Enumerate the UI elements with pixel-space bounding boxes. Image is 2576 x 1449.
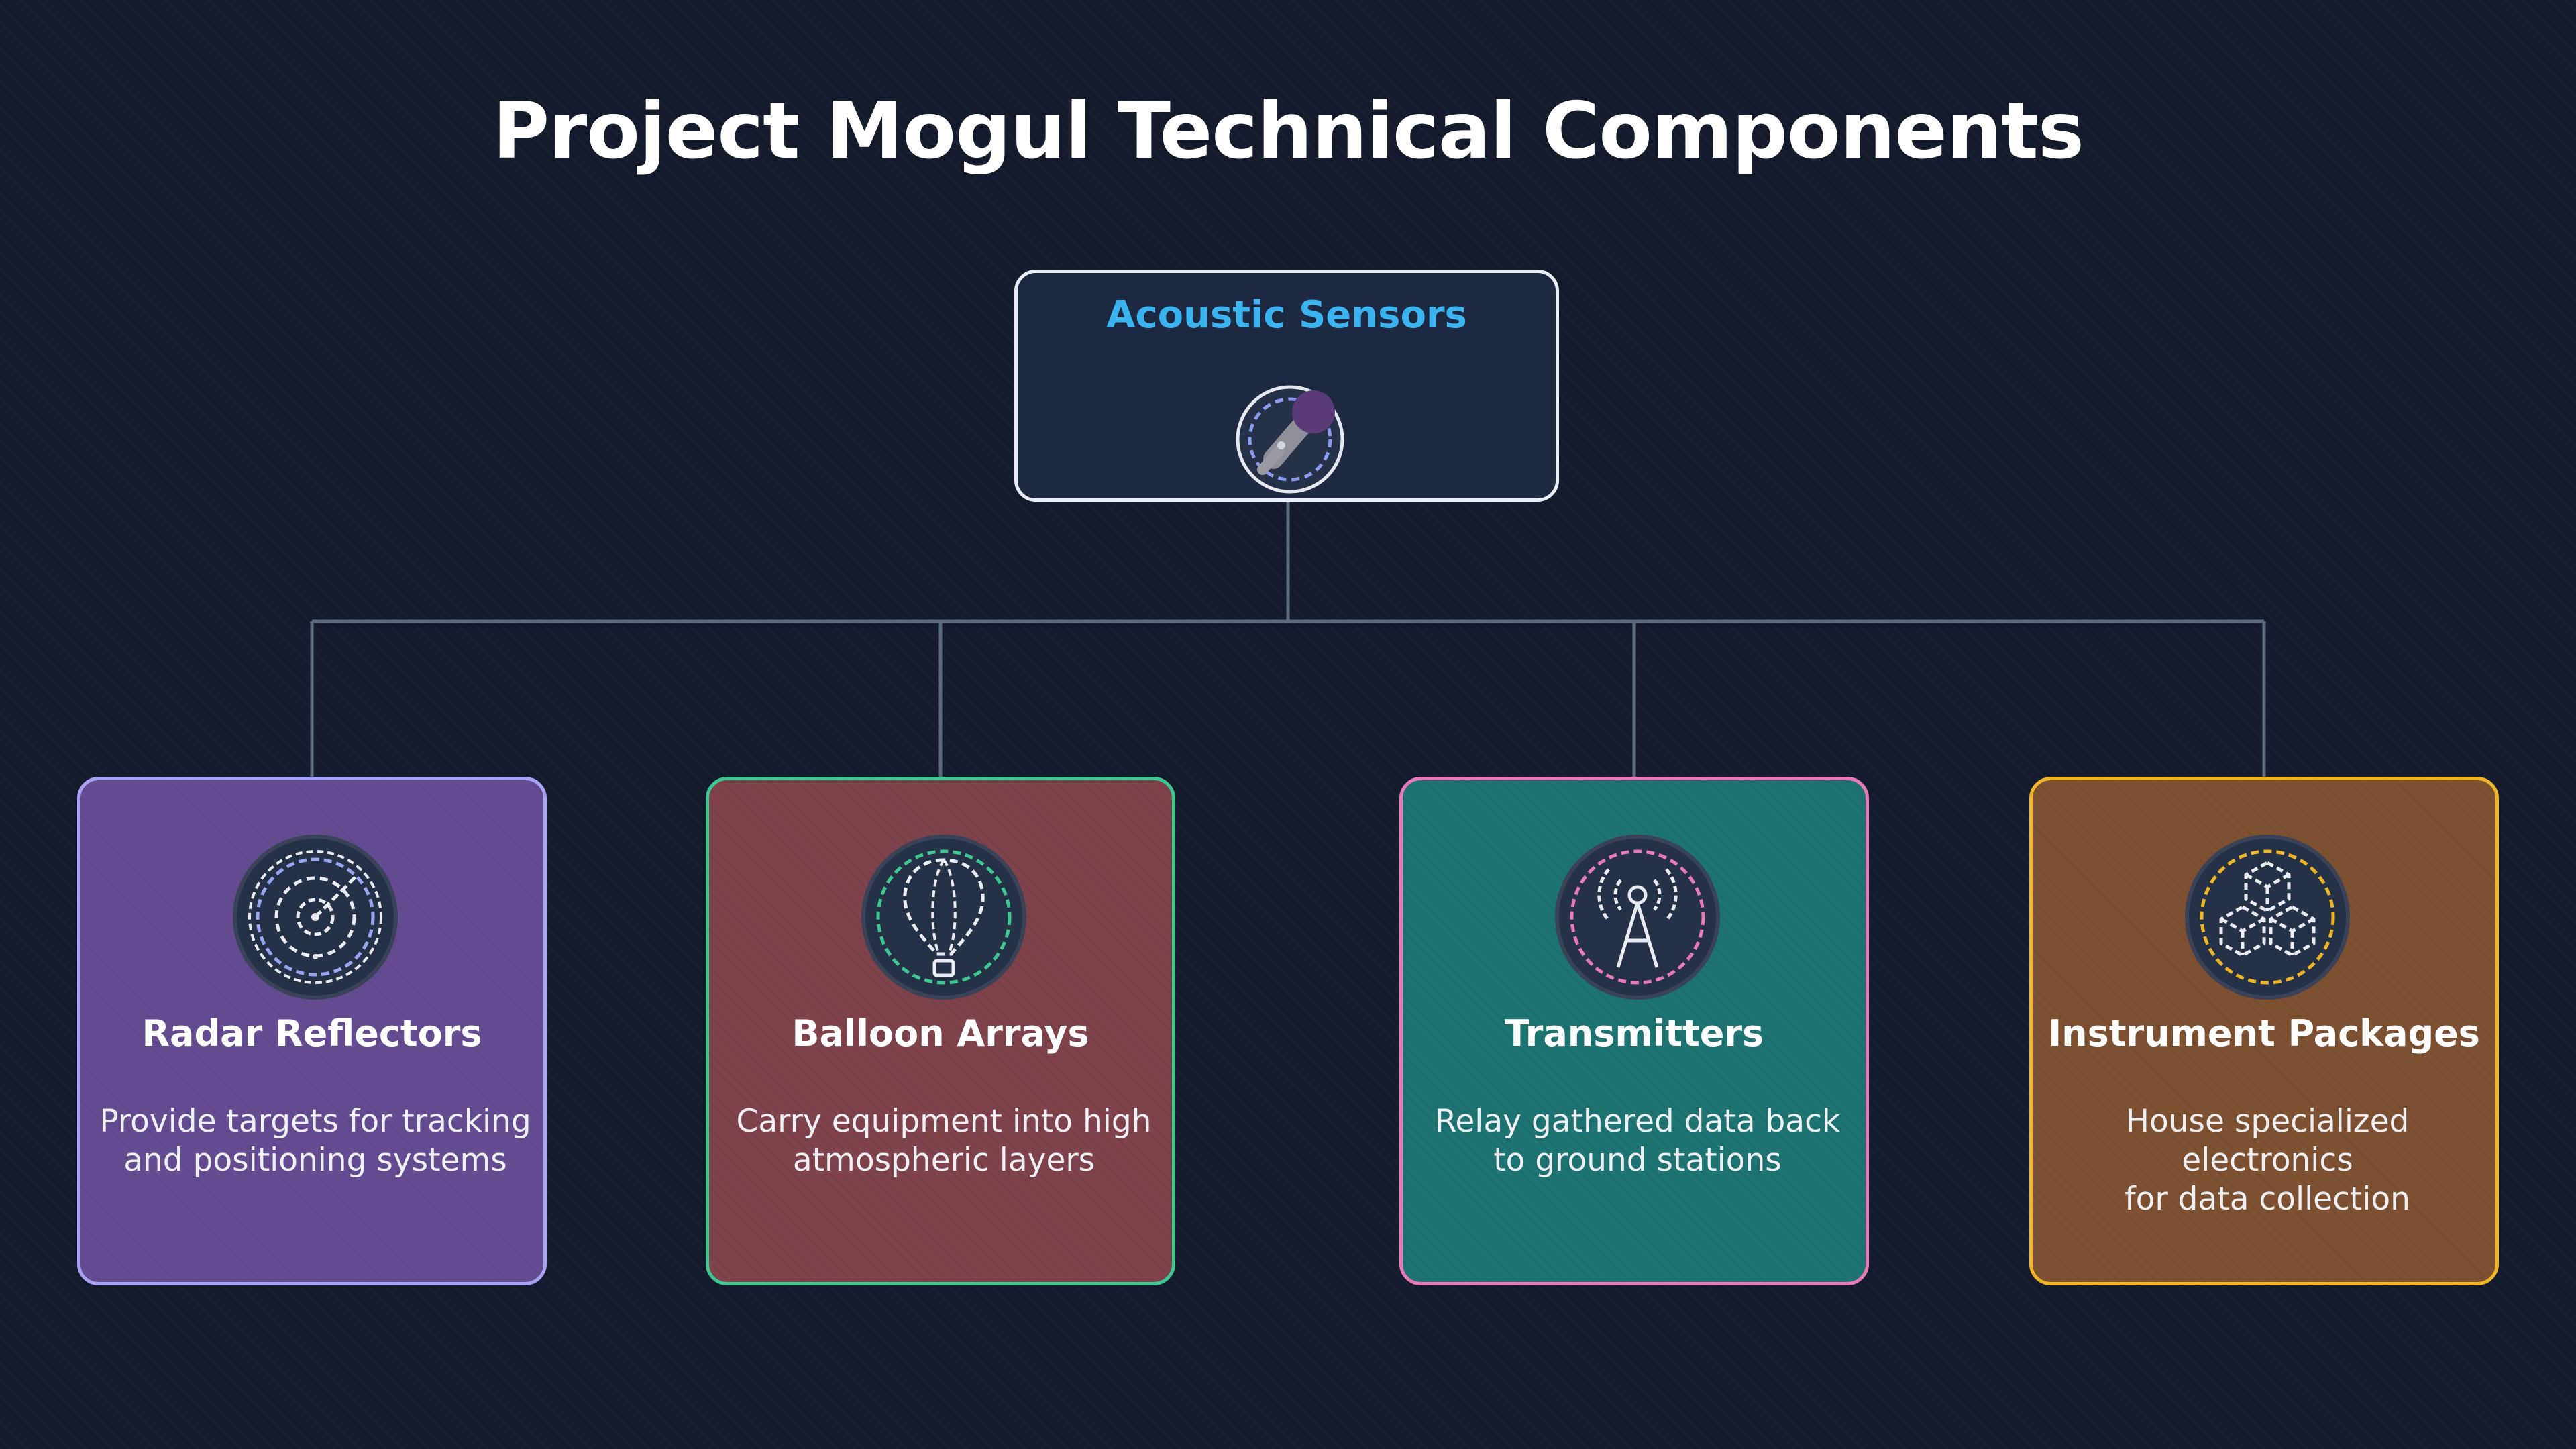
card-description: Carry equipment into high atmospheric la… [736,1103,1152,1179]
microphone-icon [1236,385,1344,494]
card-description: Provide targets for tracking and positio… [99,1103,531,1179]
card-instrument-packages: Instrument Packages House specialized el… [2029,777,2499,1285]
card-description: Relay gathered data back to ground stati… [1434,1103,1841,1179]
card-title: Transmitters [1504,1012,1764,1055]
card-description: House specialized electronics for data c… [2125,1103,2410,1218]
balloon-icon [861,835,1026,1000]
card-title: Instrument Packages [2048,1012,2480,1055]
card-title: Balloon Arrays [792,1012,1089,1055]
root-node: Acoustic Sensors [1014,270,1559,502]
card-radar-reflectors: Radar Reflectors Provide targets for tra… [77,777,547,1285]
page-title: Project Mogul Technical Components [492,86,2084,176]
antenna-icon [1555,835,1720,1000]
root-label: Acoustic Sensors [1106,293,1467,337]
card-balloon-arrays: Balloon Arrays Carry equipment into high… [706,777,1175,1285]
radar-icon [233,835,398,1000]
cubes-icon [2185,835,2350,1000]
card-transmitters: Transmitters Relay gathered data back to… [1399,777,1869,1285]
card-title: Radar Reflectors [142,1012,482,1055]
